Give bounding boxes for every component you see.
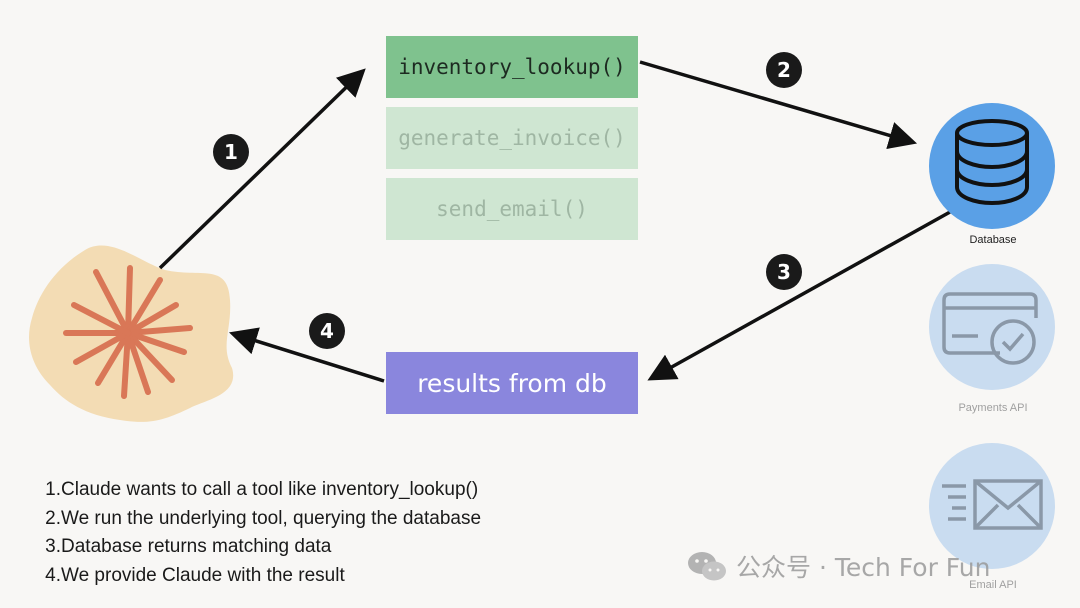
step-number: 2.	[45, 507, 61, 529]
step-badge-3: 3	[766, 254, 802, 290]
step-badge-2: 2	[766, 52, 802, 88]
payment-card-icon	[942, 292, 1038, 365]
wechat-icon	[688, 552, 726, 581]
email-icon	[942, 479, 1043, 530]
results-box: results from db	[386, 352, 638, 414]
steps-list: 1.Claude wants to call a tool like inven…	[37, 476, 481, 590]
tool-send-email: send_email()	[386, 178, 638, 240]
tool-generate-invoice: generate_invoice()	[386, 107, 638, 169]
watermark: 公众号 · Tech For Fun	[686, 548, 991, 584]
step-item: 3.Database returns matching data	[37, 533, 481, 562]
arrow-database-to-results	[647, 210, 951, 381]
tool-inventory-lookup: inventory_lookup()	[386, 36, 638, 98]
step-badge-4: 4	[309, 313, 345, 349]
step-text: Claude wants to call a tool like invento…	[61, 479, 479, 500]
step-text: Database returns matching data	[61, 536, 332, 557]
step-text: We provide Claude with the result	[61, 564, 345, 586]
step-badge-1: 1	[213, 134, 249, 170]
step-number: 3.	[45, 536, 61, 557]
claude-logo-icon	[63, 265, 193, 399]
database-icon	[955, 119, 1029, 206]
arrow-tool-to-database	[639, 60, 918, 150]
step-number: 1.	[45, 479, 61, 500]
arrow-claude-to-tool	[158, 68, 366, 270]
watermark-text: 公众号 · Tech For Fun	[736, 553, 991, 582]
payments-circle	[929, 264, 1055, 390]
database-label: Database	[969, 234, 1017, 246]
step-number: 4.	[45, 564, 61, 586]
payments-api-label: Payments API	[958, 402, 1028, 414]
step-item: 1.Claude wants to call a tool like inven…	[37, 476, 481, 505]
email-api-label: Email API	[969, 579, 1017, 591]
arrow-results-to-claude	[228, 327, 385, 383]
email-circle	[929, 443, 1055, 569]
step-item: 2.We run the underlying tool, querying t…	[37, 505, 481, 534]
step-item: 4.We provide Claude with the result	[37, 562, 481, 591]
step-text: We run the underlying tool, querying the…	[61, 507, 482, 529]
